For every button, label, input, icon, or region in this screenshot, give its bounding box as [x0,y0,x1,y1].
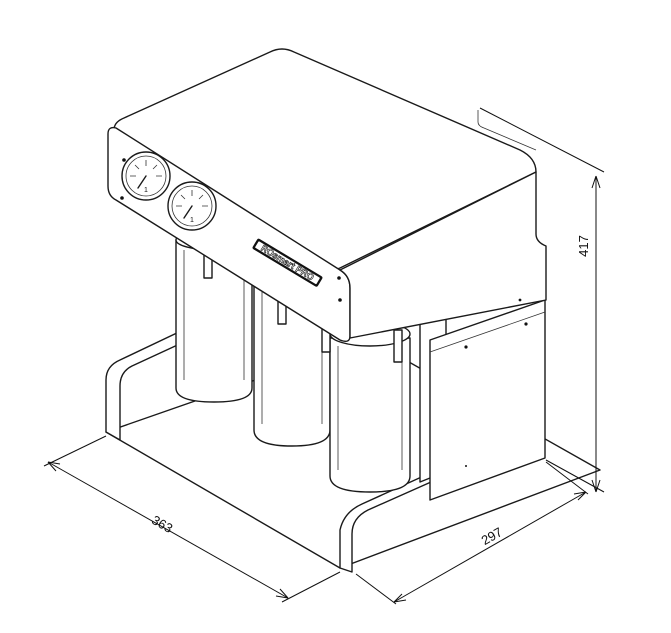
gauge-2-label: 1 [190,217,194,224]
pressure-gauge-2: 1 [120,181,217,231]
gauge-1-label: 1 [144,187,148,194]
dimension-height: 417 [479,107,605,493]
dimension-depth-label: 297 [479,524,505,548]
pressure-gauge-1: 1 [121,151,171,201]
filter-canister-3 [321,321,411,493]
dimension-height-label: 417 [576,235,591,257]
dimension-depth: 297 [355,461,589,605]
